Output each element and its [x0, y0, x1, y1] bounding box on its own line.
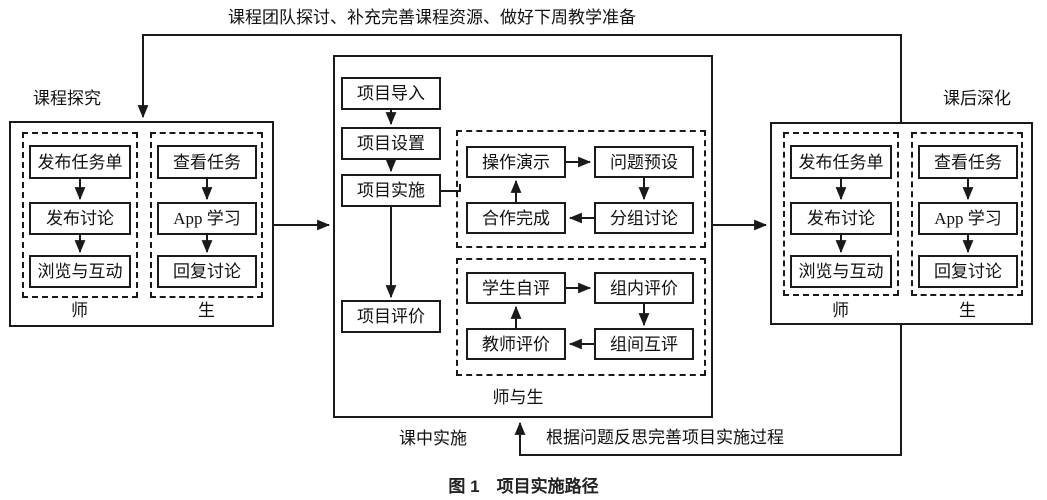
post-publish-task-box: 发布任务单 — [790, 145, 892, 179]
project-setup-box: 项目设置 — [341, 127, 441, 160]
project-evaluate-box: 项目评价 — [341, 300, 441, 333]
inter-group-eval-box: 组间互评 — [594, 328, 694, 360]
in-class-title: 课中实施 — [399, 429, 467, 448]
question-preset-box: 问题预设 — [594, 146, 694, 178]
group-discussion-box: 分组讨论 — [594, 202, 694, 234]
post-student-column — [911, 132, 1023, 296]
top-feedback-label: 课程团队探讨、补充完善课程资源、做好下周教学准备 — [228, 8, 636, 27]
post-teacher-column — [783, 132, 899, 296]
figure-caption: 图 1 项目实施路径 — [448, 477, 599, 496]
pre-reply-discussion-box: 回复讨论 — [157, 255, 257, 288]
post-class-title: 课后深化 — [943, 89, 1011, 108]
pre-student-label: 生 — [198, 301, 215, 320]
pre-publish-discussion-box: 发布讨论 — [29, 202, 131, 235]
bottom-feedback-label: 根据问题反思完善项目实施过程 — [546, 428, 784, 447]
pre-browse-interact-box: 浏览与互动 — [29, 255, 131, 288]
post-browse-interact-box: 浏览与互动 — [790, 255, 892, 288]
project-implement-box: 项目实施 — [341, 174, 441, 207]
post-view-task-box: 查看任务 — [918, 145, 1018, 179]
pre-class-title: 课程探究 — [33, 89, 101, 108]
pre-publish-task-box: 发布任务单 — [29, 145, 131, 179]
intra-group-eval-box: 组内评价 — [594, 272, 694, 304]
teacher-eval-box: 教师评价 — [466, 328, 566, 360]
student-self-eval-box: 学生自评 — [466, 272, 566, 304]
pre-app-learning-box: App 学习 — [157, 202, 257, 235]
post-reply-discussion-box: 回复讨论 — [918, 255, 1018, 288]
pre-student-column — [150, 132, 263, 298]
pre-view-task-box: 查看任务 — [157, 145, 257, 179]
post-student-label: 生 — [959, 301, 976, 320]
post-app-learning-box: App 学习 — [918, 202, 1018, 235]
in-class-group-label: 师与生 — [492, 388, 544, 407]
cooperative-completion-box: 合作完成 — [466, 202, 566, 234]
post-publish-discussion-box: 发布讨论 — [790, 202, 892, 235]
operation-demo-box: 操作演示 — [466, 146, 566, 178]
pre-teacher-label: 师 — [71, 301, 88, 320]
post-teacher-label: 师 — [832, 301, 849, 320]
pre-teacher-column — [22, 132, 138, 298]
project-intro-box: 项目导入 — [341, 77, 441, 110]
